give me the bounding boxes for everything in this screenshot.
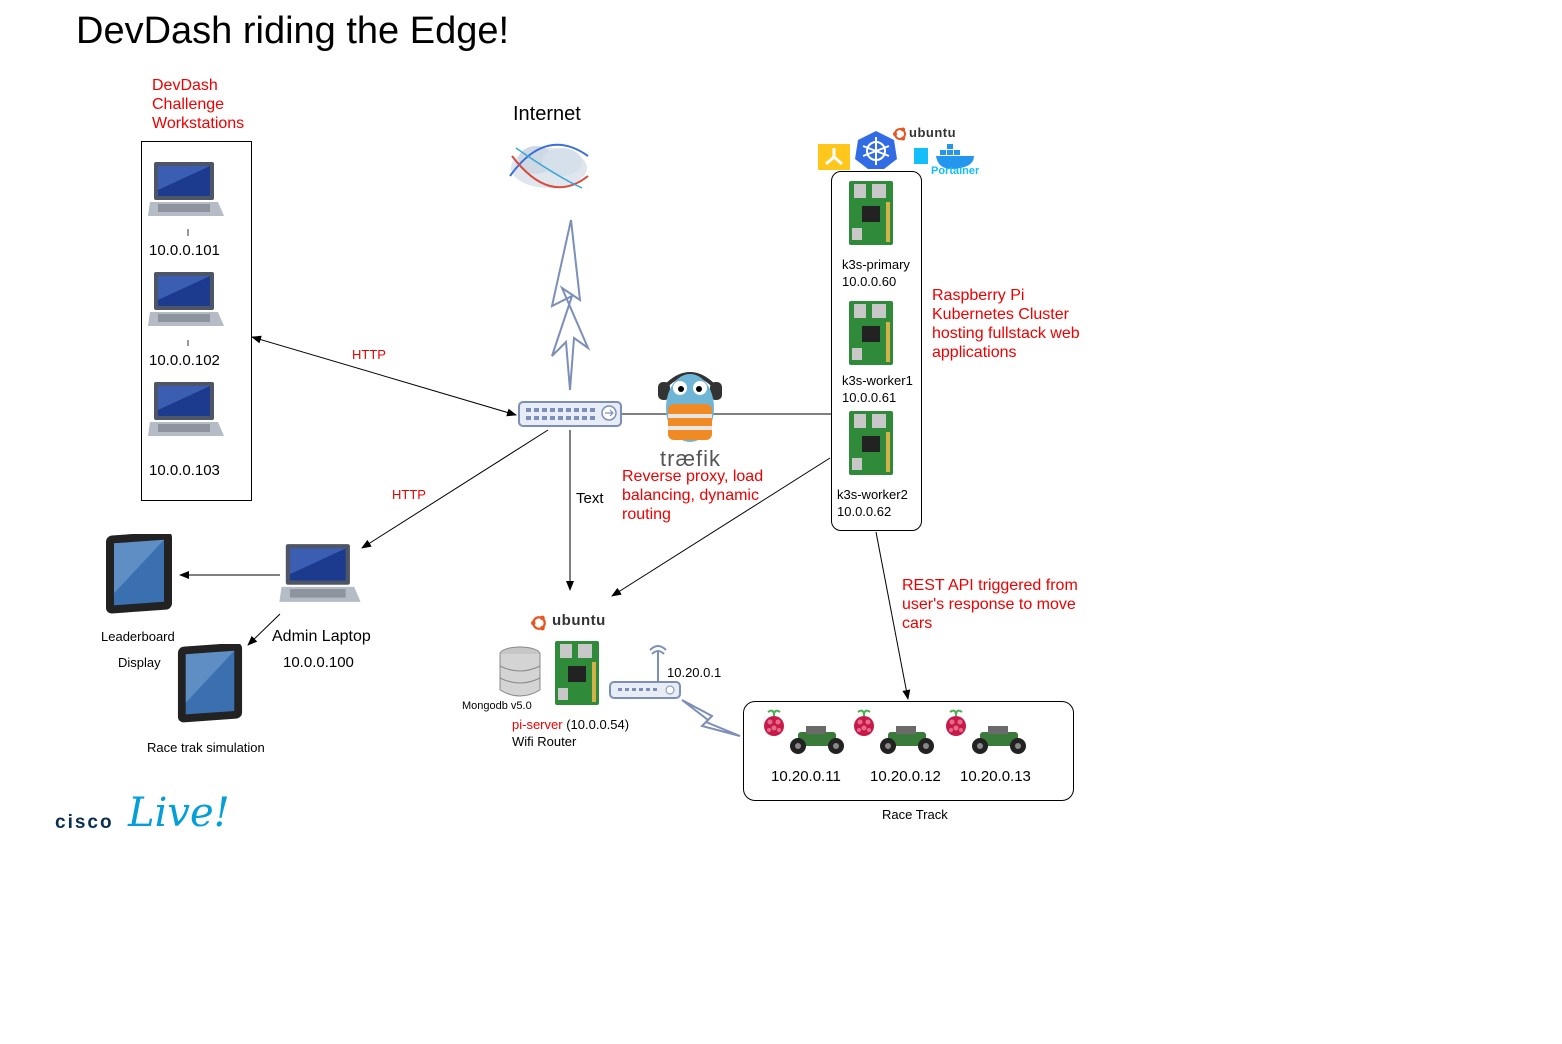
raspberry-car-icon [854,709,934,754]
kubernetes-logo-icon [855,131,897,169]
pi-server-label: pi-server (10.0.0.54) [512,717,629,732]
cluster-node-ip: 10.0.0.62 [837,504,892,519]
cluster-server-link [611,457,831,597]
wifi-router-label: Wifi Router [512,734,577,749]
raspberry-car-icon [946,709,1026,754]
raspberry-pi-board-icon [849,181,893,245]
traefik-description: Reverse proxy, load balancing, dynamic r… [622,468,764,523]
car-ip: 10.20.0.13 [960,768,1031,785]
rc-car-icon [972,726,1026,754]
database-icon [499,646,541,697]
admin-laptop-icon [279,544,361,602]
cluster-node-name: k3s-primary [842,257,910,272]
ubuntu-logo-icon [531,615,546,631]
traefik-gopher-icon [658,372,722,442]
network-switch-icon [518,401,622,427]
laptop-icon [148,272,224,326]
laptop-icon [148,382,224,436]
cluster-node-name: k3s-worker2 [837,487,908,502]
raspberry-logo-icon [764,709,784,736]
k3s-logo-icon [818,144,850,170]
admin-laptop-ip: 10.0.0.100 [283,654,354,671]
leaderboard-label: Leaderboard [101,629,175,644]
car-ip: 10.20.0.12 [870,768,941,785]
car-ip: 10.20.0.11 [771,768,841,785]
pi-server-name: pi-server [512,717,563,732]
ubuntu-wordmark: ubuntu [909,125,957,140]
live-wordmark: Live! [128,790,230,836]
cluster-node-ip: 10.0.0.60 [842,274,897,289]
raspberry-logo-icon [946,709,966,736]
http-label: HTTP [392,487,426,502]
lightning-bolt-icon [550,219,591,391]
workstation-ip: 10.0.0.102 [149,352,220,369]
link-text-label: Text [576,490,604,507]
ubuntu-wordmark: ubuntu [552,612,606,629]
cluster-box [831,171,922,531]
portainer-wordmark: Portainer [931,165,980,177]
wifi-router-icon [609,645,681,699]
raspberry-car-icon [764,709,844,754]
laptop-icon [148,162,224,216]
workstation-ip: 10.0.0.103 [149,462,220,479]
pi-server-ip: (10.0.0.54) [566,717,630,732]
internet-cloud-icon [509,143,589,189]
admin-laptop-label: Admin Laptop [272,628,371,645]
rest-api-note: REST API triggered from user's response … [902,577,1078,632]
router-ip: 10.20.0.1 [667,665,722,680]
wifi-lightning-icon [681,699,741,737]
leaderboard-tablet-icon [106,534,172,614]
race-sim-tablet-icon [177,644,243,723]
cluster-node-name: k3s-worker1 [842,373,913,388]
workstations-box [141,141,252,501]
rc-car-icon [790,726,844,754]
http-workstations-link [251,335,517,417]
workstation-ip: 10.0.0.101 [149,242,220,259]
admin-racesim-link [247,613,281,646]
cluster-node-ip: 10.0.0.61 [842,390,897,405]
cluster-description: Raspberry Pi Kubernetes Cluster hosting … [932,287,1080,361]
cluster-racetrack-link [875,531,911,700]
docker-portainer-logo-icon [914,144,974,169]
internet-label: Internet [513,103,581,125]
http-label: HTTP [352,347,386,362]
cisco-wordmark: cisco [55,812,114,833]
page-title: DevDash riding the Edge! [76,10,510,52]
traefik-wordmark: træfik [660,446,721,471]
rc-car-icon [880,726,934,754]
raspberry-pi-board-icon [849,301,893,365]
raspberry-pi-board-icon [849,411,893,475]
leaderboard-label: Display [118,655,161,670]
race-sim-label: Race trak simulation [147,740,265,755]
ubuntu-logo-icon [893,127,906,141]
mongodb-label: Mongodb v5.0 [462,700,532,712]
race-track-label: Race Track [882,807,948,822]
raspberry-logo-icon [854,709,874,736]
raspberry-pi-board-icon [555,641,599,705]
workstations-heading: DevDash Challenge Workstations [152,77,245,132]
http-admin-link [361,429,549,549]
race-track-box [743,701,1074,801]
